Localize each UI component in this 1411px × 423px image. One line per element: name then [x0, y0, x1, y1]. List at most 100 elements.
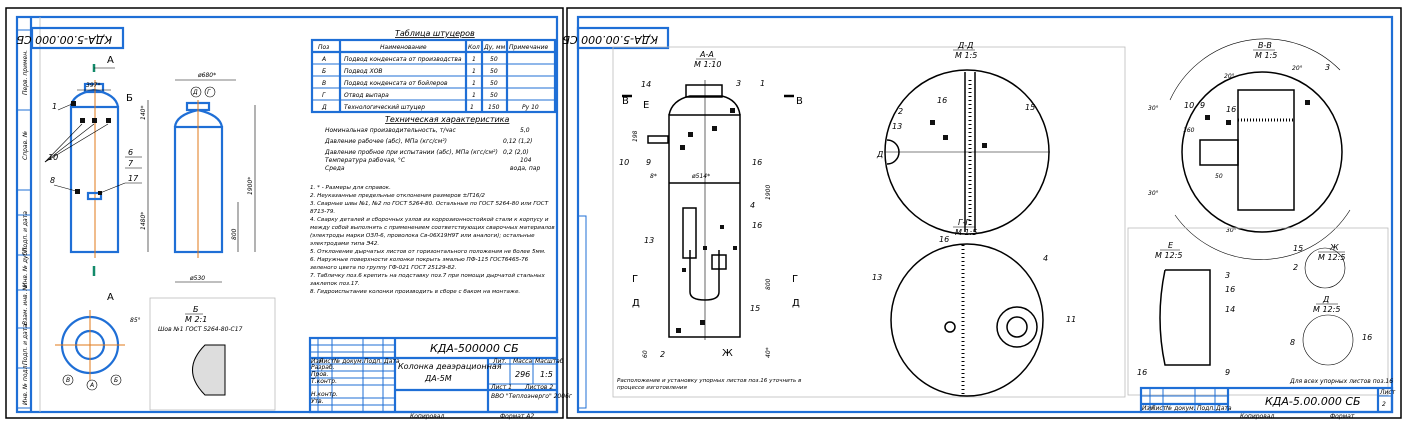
drawing-text: Копировал [410, 413, 444, 420]
drawing-text: 10 [1184, 101, 1194, 110]
detail-callout-label: Б [126, 93, 133, 104]
drawing-text: 1 [470, 104, 474, 111]
drawing-text: Н.контр. [311, 391, 338, 398]
drawing-text: Изм [311, 358, 324, 365]
drawing-text: 50 [490, 68, 498, 75]
drawing-text: 11 [1066, 315, 1076, 324]
drawing-text: 15 [1293, 244, 1303, 253]
drawing-text: 16 [1137, 368, 1147, 377]
cut-label: Д [632, 298, 640, 309]
drawing-text: 2 [898, 107, 903, 116]
note-item: 7. Табличку поз.6 крепить на подставку п… [310, 273, 545, 287]
drawing-text: 30° [1148, 105, 1159, 112]
drawing-text: Расположение и установку упорных листов … [617, 378, 802, 391]
detail-callout-label: Е [643, 100, 649, 111]
drawing-text: Среда [325, 165, 345, 172]
cut-label: А [107, 292, 114, 303]
drawing-text: 16 [937, 96, 947, 105]
section-dd: Д-Д М 1:5 Д 16 2 13 15 16 [876, 41, 1050, 244]
stamp-code: КДА-5.00.000 СБ [16, 33, 112, 46]
drawing-text: 50 [490, 92, 498, 99]
front-view: А А Б 397* 1 10 8 6 7 17 [44, 55, 149, 303]
side-strip-label: Перв. примен. [22, 50, 29, 95]
section-scale: М 1:5 [955, 51, 977, 60]
drawing-text: Копировал [1240, 413, 1274, 420]
drawing-text: 0,12 (1,2) [503, 138, 533, 145]
drawing-text: 150 [488, 104, 500, 111]
drawing-text: 20° [1224, 73, 1235, 80]
drawing-text: 5,0 [520, 127, 530, 134]
sheet-2-border [566, 7, 1402, 419]
drawing-text: 13 [892, 122, 902, 131]
stamp-code: КДА-5.00.000 СБ [562, 33, 658, 46]
drawing-text: Подвод конденсата от бойлеров [344, 80, 448, 87]
side-strip-label: Справ. № [22, 131, 29, 160]
section-label: Г-Г [958, 218, 970, 227]
drawing-text: 9 [1200, 101, 1205, 110]
drawing-text: 4 [750, 201, 755, 210]
cut-label: В [622, 96, 629, 107]
drawing-text: Пров. [311, 371, 329, 378]
drawing-text: Лист [1150, 405, 1167, 412]
drawing-text: Б [322, 68, 326, 75]
drawing-text: Формат [1330, 413, 1355, 420]
plan-view-a: В А Б 85° [55, 310, 141, 391]
drawing-text: 10 [619, 158, 629, 167]
dimension-label: 8* [650, 173, 657, 180]
drawing-text: Давление пробное при испытании (абс), МП… [324, 149, 498, 156]
dimension-label: ø680* [197, 72, 216, 79]
drawing-text: 800 [765, 278, 772, 290]
drawing-text: 15 [1025, 103, 1035, 112]
title-block-2: КДА-5.00.000 СБ Изм Лист № докум. Подп. … [1139, 386, 1396, 420]
nozzle-label: В [66, 377, 70, 384]
detail-b: Б М 2:1 Шов №1 ГОСТ 5264-80-С17 [149, 297, 276, 411]
drawing-text: 50 [490, 80, 498, 87]
drawing-text: № докум. [333, 358, 364, 365]
detail-callout-label: Ж [722, 348, 733, 359]
drawing-code: КДА-500000 СБ [430, 342, 519, 355]
section-scale: М 1:5 [1255, 51, 1277, 60]
notes: 1. * - Размеры для справок. 2. Неуказанн… [310, 185, 555, 295]
note-right: Для всех упорных листов поз.16 [1289, 378, 1393, 385]
drawing-text: 0,2 (2,0) [503, 149, 529, 156]
drawing-name: ДА-5М [424, 374, 452, 383]
side-strip-label: Инв. № подл. [22, 364, 29, 405]
drawing-text: Давление рабочее (абс), МПа (кгс/см²) [324, 138, 447, 145]
table-header: Ду, мм [483, 44, 506, 51]
drawing-text: Утв. [311, 398, 324, 405]
position-number: 6 [128, 148, 133, 157]
drawing-text: Листов 2 [524, 384, 553, 391]
drawing-text: 3 [1325, 63, 1330, 72]
drawing-text: 14 [641, 80, 651, 89]
drawing-text: Дата [1215, 405, 1232, 412]
note-item: 1. * - Размеры для справок. [310, 185, 391, 191]
drawing-text: Разраб. [311, 364, 335, 371]
nozzle-label: Г [207, 89, 211, 96]
position-number: 17 [128, 174, 139, 183]
drawing-text: Дата [383, 358, 400, 365]
drawing-text: Отвод выпара [344, 92, 389, 99]
note-item: 4. Сварку деталей и сборочных узлов из к… [310, 217, 555, 247]
section-gg: Г-Г М 1:5 13 4 11 [872, 218, 1076, 397]
drawing-text: Лит. [492, 358, 507, 365]
dimension-label: 800 [231, 228, 238, 240]
sheet-number: 2 [1382, 401, 1386, 408]
table-header: Наименование [380, 44, 427, 51]
drawing-text: 50 [490, 56, 498, 63]
drawing-text: вода, пар [510, 165, 540, 172]
section-scale: М 1:10 [694, 60, 721, 69]
side-strip-label: Взам. инв. № [22, 284, 29, 325]
dimension-label: 140* [140, 106, 147, 120]
note-item: 8. Гидроиспытание колонки производить в … [310, 289, 521, 295]
cut-label: Г [632, 274, 638, 285]
detail-label: Б [193, 305, 199, 314]
detail-scale: М 12:5 [1155, 251, 1182, 260]
table-header: Примечание [509, 44, 548, 51]
nozzle-label: Б [114, 377, 118, 384]
view-label: Д [876, 150, 883, 159]
nozzle-label: А [89, 382, 94, 389]
